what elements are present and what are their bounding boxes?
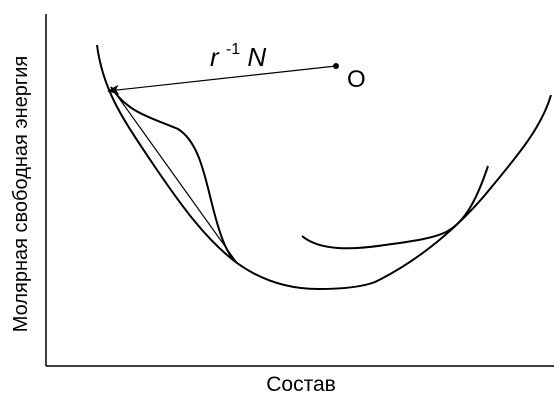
second-phase-curve: [301, 165, 489, 250]
main-free-energy-curve: [96, 44, 552, 291]
vector-label: r -1 N: [210, 30, 266, 72]
vector-label-n: N: [247, 42, 266, 72]
point-o-label: O: [347, 66, 366, 93]
point-o-marker: [333, 63, 339, 69]
common-tangent-line: [110, 86, 238, 264]
vector-label-exponent: -1: [226, 41, 240, 58]
x-axis-title: Состав: [266, 373, 336, 396]
vector-label-r: r: [210, 42, 220, 72]
metastable-branch-curve: [110, 86, 238, 264]
y-axis-title: Молярная свободная энергия: [10, 56, 32, 332]
vector-arrow: [107, 65, 337, 95]
